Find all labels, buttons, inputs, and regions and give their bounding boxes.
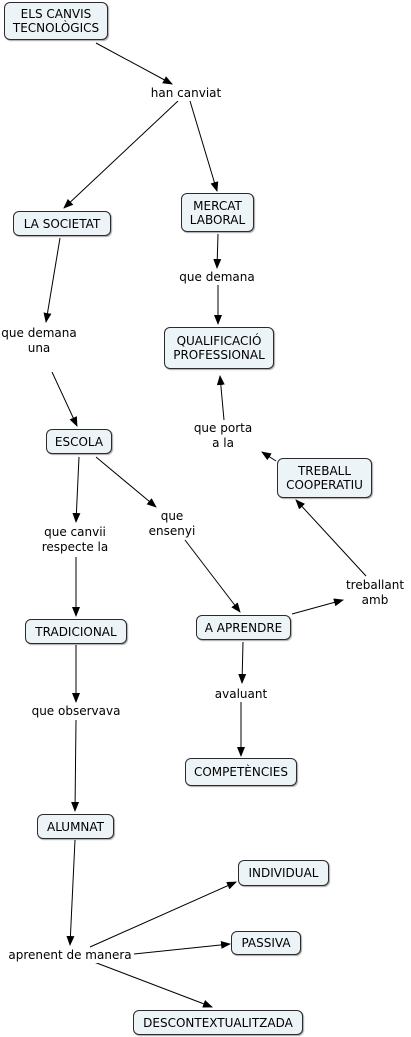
node-alumnat[interactable]: ALUMNAT: [37, 814, 114, 839]
node-qualificacio-professional[interactable]: QUALIFICACIÓ PROFESSIONAL: [164, 327, 274, 369]
node-mercat-laboral[interactable]: MERCAT LABORAL: [181, 193, 254, 232]
edge-alumnat-to-aprenent: [66, 839, 76, 946]
edge-mercat-to-que-demana: [213, 233, 222, 269]
edge-que-observava-to-alumnat: [71, 719, 80, 812]
node-individual[interactable]: INDIVIDUAL: [238, 860, 329, 886]
link-avaluant: avaluant: [214, 687, 268, 702]
node-descontextualitzada[interactable]: DESCONTEXTUALITZADA: [133, 1010, 303, 1035]
edge-treballant-to-treball: [295, 499, 367, 577]
edge-aprenent-to-passiva: [133, 940, 231, 955]
edge-han-canviat-to-societat: [63, 100, 179, 209]
edge-aprenent-to-descontextualitzada: [93, 961, 213, 1008]
link-que-canvii-respecte-la: que canvii respecte la: [41, 525, 109, 555]
node-els-canvis-tecnologics[interactable]: ELS CANVIS TECNOLÒGICS: [4, 2, 108, 40]
edge-societat-to-que-demana-una: [43, 237, 61, 323]
edge-que-demana-una-to-escola: [51, 371, 78, 427]
node-treball-cooperatiu[interactable]: TREBALL COOPERATIU: [277, 458, 372, 498]
node-competencies[interactable]: COMPETÈNCIES: [185, 758, 297, 786]
link-que-demana-una: que demana una: [1, 326, 77, 356]
link-aprenent-de-manera: aprenent de manera: [8, 948, 132, 963]
link-que-porta-a-la: que porta a la: [193, 421, 253, 451]
link-que-demana-mercat: que demana: [179, 270, 255, 285]
edge-escola-to-que-ensenyi: [95, 456, 157, 508]
link-treballant-amb: treballant amb: [345, 578, 405, 608]
node-la-societat[interactable]: LA SOCIETAT: [13, 211, 111, 236]
edge-escola-to-que-canvii: [72, 456, 81, 523]
link-han-canviat: han canviat: [150, 86, 222, 101]
edge-que-ensenyi-to-aprendre: [184, 539, 241, 613]
edge-han-canviat-to-mercat: [189, 100, 219, 192]
node-tradicional[interactable]: TRADICIONAL: [25, 619, 127, 644]
edge-canvis-to-han-canviat: [95, 42, 173, 85]
edge-aprendre-to-avaluant: [238, 641, 247, 684]
node-passiva[interactable]: PASSIVA: [231, 931, 301, 955]
link-que-ensenyi: que ensenyi: [148, 509, 196, 539]
node-escola[interactable]: ESCOLA: [46, 429, 112, 454]
edge-aprenent-to-individual: [89, 881, 237, 948]
node-a-aprendre[interactable]: A APRENDRE: [196, 615, 291, 640]
edge-treball-to-que-porta: [261, 451, 277, 462]
edge-aprendre-to-treballant: [291, 598, 344, 615]
edge-que-porta-to-qualificacio: [216, 375, 225, 421]
link-que-observava: que observava: [31, 704, 121, 719]
